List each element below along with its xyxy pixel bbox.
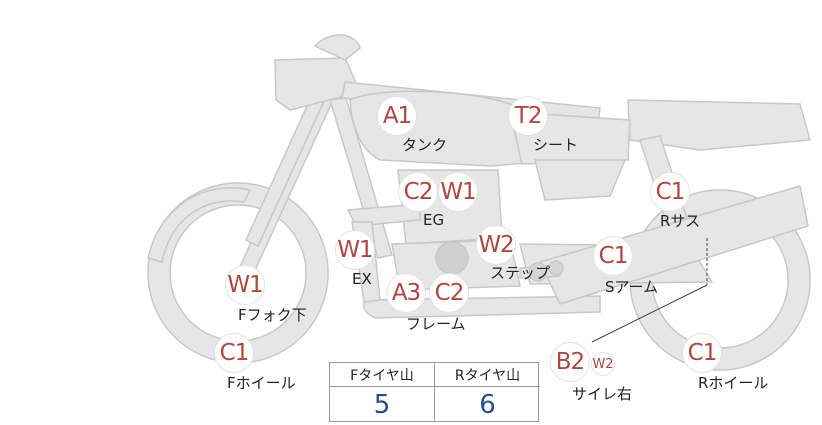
frame-label: フレーム (406, 315, 466, 333)
exhaust (346, 203, 421, 227)
front-tire-value: 5 (330, 387, 435, 422)
rear-suspension-code-badge: C1 (650, 172, 690, 212)
rear-wheel-label: Rホイール (698, 374, 769, 392)
engine-code-badge: C2 (398, 172, 438, 212)
rear-tire-value: 6 (479, 389, 496, 420)
swing-arm-label: Sアーム (605, 278, 659, 296)
exhaust-label: EX (352, 270, 372, 288)
silencer-code-badge: B2 (550, 342, 590, 382)
rear-tire-header: Rタイヤ山 (435, 363, 540, 387)
seat-label: シート (533, 136, 579, 154)
front-fender (147, 187, 252, 263)
silencer-leader (591, 284, 708, 343)
handlebar (274, 57, 362, 111)
silencer-code-badge-2: W2 (591, 352, 615, 376)
step-code-badge: W2 (476, 225, 516, 265)
front-tire-header: Fタイヤ山 (330, 363, 435, 387)
tank-label: タンク (402, 136, 448, 154)
seat-code-badge: T2 (508, 96, 548, 136)
tank-code-badge: A1 (377, 96, 417, 136)
frame-code-badge: A3 (386, 273, 426, 313)
front-wheel-code-badge: C1 (214, 333, 254, 373)
front-fork-code-badge: W1 (225, 265, 265, 305)
front-wheel-label: Fホイール (227, 374, 296, 392)
rear-wheel-code-badge: C1 (682, 333, 722, 373)
rear-suspension-label: Rサス (660, 212, 701, 230)
tire-tread-table: Fタイヤ山 Rタイヤ山 5 6 (329, 362, 540, 422)
engine-code-badge-2: W1 (438, 172, 478, 212)
engine-label: EG (423, 211, 445, 229)
swing-arm-code-badge: C1 (593, 236, 633, 276)
frame-code-badge-2: C2 (429, 273, 469, 313)
front-fork-label: Fフォク下 (238, 306, 307, 324)
exhaust-code-badge: W1 (335, 230, 375, 270)
silencer-label: サイレ右 (572, 385, 633, 403)
step-label: ステップ (490, 264, 551, 282)
